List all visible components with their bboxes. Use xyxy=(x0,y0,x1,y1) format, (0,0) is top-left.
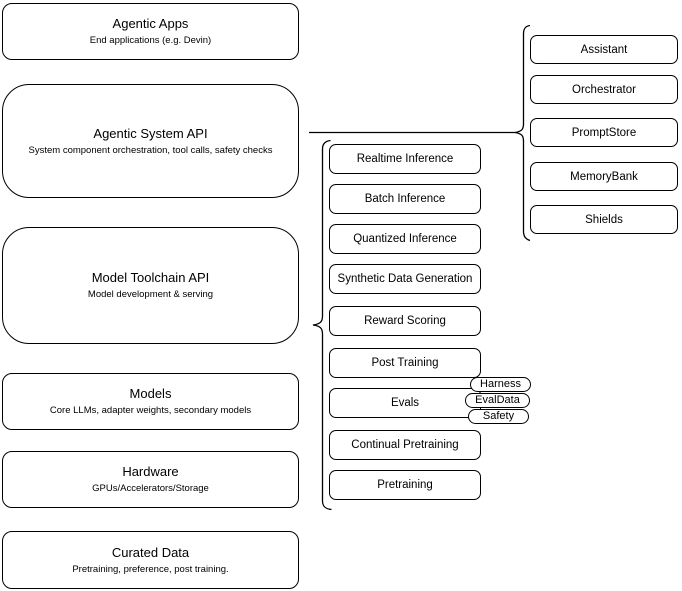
box-continual-pretraining: Continual Pretraining xyxy=(329,430,481,460)
tag-label: EvalData xyxy=(475,394,520,406)
box-label: Shields xyxy=(585,213,623,226)
box-label: Evals xyxy=(390,397,420,409)
box-label: Quantized Inference xyxy=(353,233,457,245)
box-subtitle: System component orchestration, tool cal… xyxy=(28,144,273,156)
tag-evaldata: EvalData xyxy=(465,393,530,408)
tag-safety: Safety xyxy=(468,409,529,424)
box-subtitle: Model development & serving xyxy=(87,289,214,300)
box-label: Realtime Inference xyxy=(356,153,454,165)
box-subtitle: Core LLMs, adapter weights, secondary mo… xyxy=(49,405,252,416)
box-models: Models Core LLMs, adapter weights, secon… xyxy=(2,373,299,430)
box-agentic-apps: Agentic Apps End applications (e.g. Devi… xyxy=(2,3,299,60)
box-title: Curated Data xyxy=(111,544,190,560)
box-assistant: Assistant xyxy=(530,35,678,64)
box-agentic-system-api: Agentic System API System component orch… xyxy=(2,84,299,198)
box-label: Post Training xyxy=(371,357,439,369)
brace-system-components xyxy=(514,24,531,242)
box-label: Pretraining xyxy=(377,479,433,491)
box-title: Hardware xyxy=(122,464,179,479)
box-evals: Evals xyxy=(329,388,481,418)
box-hardware: Hardware GPUs/Accelerators/Storage xyxy=(2,451,299,508)
tag-label: Safety xyxy=(482,410,515,422)
box-batch-inference: Batch Inference xyxy=(329,184,481,214)
box-post-training: Post Training xyxy=(329,348,481,378)
box-label: Continual Pretraining xyxy=(351,439,459,451)
box-reward-scoring: Reward Scoring xyxy=(329,306,481,336)
box-label: PromptStore xyxy=(571,126,637,139)
box-curated-data: Curated Data Pretraining, preference, po… xyxy=(2,531,299,589)
tag-harness: Harness xyxy=(470,377,531,392)
box-subtitle: End applications (e.g. Devin) xyxy=(89,35,212,46)
box-quantized-inference: Quantized Inference xyxy=(329,224,481,254)
box-label: MemoryBank xyxy=(570,170,638,183)
box-label: Batch Inference xyxy=(364,193,446,205)
box-title: Model Toolchain API xyxy=(91,270,210,285)
box-memorybank: MemoryBank xyxy=(530,162,678,191)
box-pretraining: Pretraining xyxy=(329,470,481,500)
box-synthetic-data-generation: Synthetic Data Generation xyxy=(329,264,481,294)
box-label: Assistant xyxy=(580,43,628,56)
box-shields: Shields xyxy=(530,205,678,234)
box-realtime-inference: Realtime Inference xyxy=(329,144,481,174)
box-orchestrator: Orchestrator xyxy=(530,75,678,104)
box-model-toolchain-api: Model Toolchain API Model development & … xyxy=(2,227,299,344)
box-subtitle: GPUs/Accelerators/Storage xyxy=(92,483,209,494)
box-label: Reward Scoring xyxy=(364,315,446,327)
box-title: Agentic System API xyxy=(93,125,208,141)
tag-label: Harness xyxy=(480,378,521,390)
box-subtitle: Pretraining, preference, post training. xyxy=(72,563,229,575)
box-label: Synthetic Data Generation xyxy=(337,273,473,285)
box-title: Agentic Apps xyxy=(112,16,189,31)
box-promptstore: PromptStore xyxy=(530,118,678,147)
box-label: Orchestrator xyxy=(572,83,636,96)
box-title: Models xyxy=(129,386,172,401)
